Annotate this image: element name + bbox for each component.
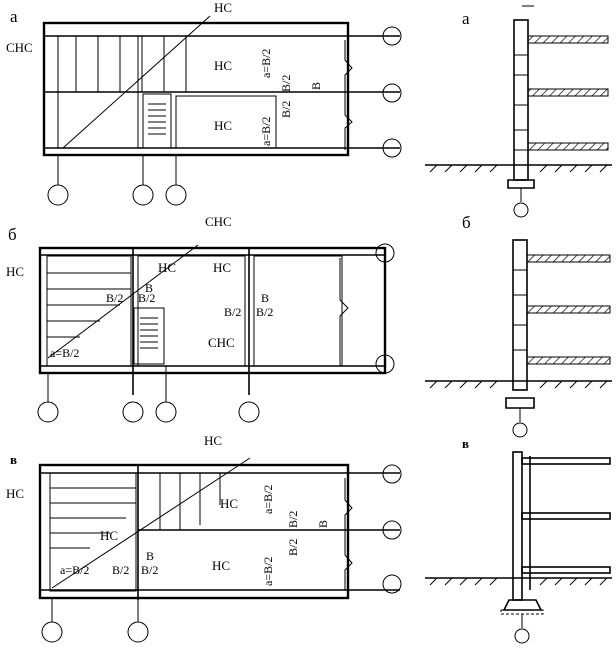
plan-v-label-4: НС <box>100 528 118 543</box>
section-b-letter: б <box>462 213 471 232</box>
plan-a-dim-3: B <box>309 82 323 90</box>
section-b-column <box>512 239 528 391</box>
plan-a-diagonal <box>62 15 211 149</box>
plan-v-label-3: НС <box>220 496 238 511</box>
plan-b-outline <box>38 246 387 375</box>
plan-b-letter: б <box>8 225 17 244</box>
plan-b-dim-2: B <box>145 281 153 295</box>
plan-a-bubbles <box>47 26 402 206</box>
plan-a-stair-treads <box>75 36 187 92</box>
plan-v-dim-4: a=B/2 <box>261 557 275 586</box>
plan-b-dim-7: a=B/2 <box>50 346 79 360</box>
plan-a-dim-5: B/2 <box>279 101 293 118</box>
plan-b-elevator-stripes <box>140 317 158 349</box>
plan-v-outline <box>38 463 350 600</box>
plan-b-label-3: НС <box>158 260 176 275</box>
plan-a-label-2: НС <box>214 0 232 15</box>
plan-a: а СНС НС НС НС a=B/2 B/2 B a=B/2 B/2 <box>6 0 402 206</box>
plan-a-outline <box>42 21 350 157</box>
plan-v-dim-7: B/2 <box>112 563 129 577</box>
section-b-slab-2 <box>526 305 611 314</box>
plan-v-stair-treads-left <box>50 487 136 549</box>
section-a-footing <box>507 179 535 189</box>
plan-v-label-2: НС <box>6 486 24 501</box>
section-v-ground-hatch <box>429 577 608 586</box>
plan-a-elevator <box>142 93 172 149</box>
plan-b-elevator <box>133 307 165 365</box>
plan-b-dim-4: B/2 <box>224 305 241 319</box>
plan-v-dim-5: B/2 <box>286 539 300 556</box>
section-v-slab-3 <box>521 566 611 574</box>
section-b-bubble <box>512 422 528 438</box>
plan-v-break <box>344 478 353 590</box>
plan-v-dim-1: a=B/2 <box>261 485 275 514</box>
plan-b-diagonal <box>47 244 199 359</box>
section-v: в <box>425 436 612 644</box>
plan-v-dim-6: a=B/2 <box>60 563 89 577</box>
section-a-slab-1 <box>527 35 609 44</box>
section-a: а <box>425 5 612 218</box>
section-a-slab-3 <box>527 142 609 151</box>
plan-v-dim-9: B <box>146 549 154 563</box>
section-b-slab-3 <box>526 356 611 365</box>
section-a-column-joints <box>514 54 528 151</box>
plan-v-dim-2: B/2 <box>286 511 300 528</box>
plan-b-dim-5: B <box>261 291 269 305</box>
plan-v: в НС НС НС НС НС a=B/2 B/2 B a=B/2 B/2 a… <box>6 433 402 643</box>
plan-v-label-1: НС <box>204 433 222 448</box>
section-v-slab-1 <box>521 457 611 465</box>
plan-b-dim-3: B/2 <box>138 291 155 305</box>
plan-a-label-3: НС <box>214 58 232 73</box>
section-b-slab-1 <box>526 254 611 263</box>
plan-a-dim-2: B/2 <box>279 75 293 92</box>
plan-v-stair-treads-right <box>159 473 221 530</box>
section-a-slab-2 <box>527 88 609 97</box>
plan-a-dim-4: a=B/2 <box>259 117 273 146</box>
plan-a-break <box>344 40 353 150</box>
plan-v-dim-3: B <box>316 520 330 528</box>
plan-a-elevator-stripes <box>148 103 166 135</box>
section-a-letter: а <box>462 9 470 28</box>
section-v-letter: в <box>462 436 469 451</box>
plan-v-diagonal <box>51 457 251 589</box>
plan-b-dim-6: B/2 <box>256 305 273 319</box>
section-b: б <box>425 213 612 438</box>
section-a-column <box>513 19 529 181</box>
plan-b-label-5: СНС <box>208 335 235 350</box>
section-v-footing <box>502 599 543 611</box>
plan-a-label-4: НС <box>214 118 232 133</box>
plan-b-label-1: СНС <box>205 214 232 229</box>
plan-a-label-1: СНС <box>6 40 33 55</box>
section-a-bubble <box>513 202 529 218</box>
section-a-ground-hatch <box>429 164 608 173</box>
plan-b-label-2: НС <box>6 264 24 279</box>
plan-b-label-4: НС <box>213 260 231 275</box>
plan-a-letter: а <box>10 7 18 26</box>
section-v-bubble <box>514 628 530 644</box>
plan-v-bubbles <box>41 464 402 643</box>
section-b-footing <box>505 397 535 409</box>
section-b-column-joints <box>513 269 527 351</box>
plan-b-stair-treads <box>47 272 131 338</box>
section-v-slab-2 <box>521 512 611 520</box>
plan-v-letter: в <box>10 452 17 467</box>
plan-v-label-5: НС <box>212 558 230 573</box>
plan-b: б СНС НС НС НС СНС B/2 B B/2 B/2 B B/2 a… <box>6 214 395 423</box>
plan-a-room <box>175 95 277 149</box>
plan-v-dim-8: B/2 <box>141 563 158 577</box>
plan-a-dim-1: a=B/2 <box>259 49 273 78</box>
plan-b-bubbles <box>37 243 395 423</box>
plan-b-break <box>339 258 349 366</box>
section-b-ground-hatch <box>429 380 608 389</box>
plan-b-dim-1: B/2 <box>106 291 123 305</box>
